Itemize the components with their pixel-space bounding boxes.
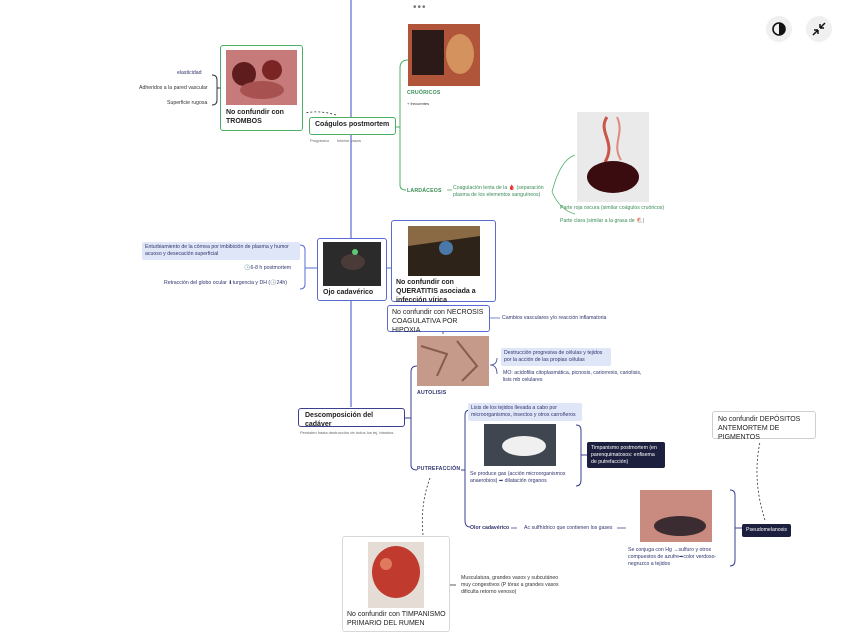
coagulos-sub-progresivo: Progresivo	[310, 138, 330, 143]
ojo-detail-1: Enturbiamiento de la córnea por imbibici…	[142, 242, 300, 260]
coagulos-sub-interior: Interior vasos	[337, 138, 362, 143]
trombos-detail-3: Superficie rugosa	[167, 100, 208, 106]
necrosis-detail: Cambios vasculares y/o reacción inflamat…	[502, 315, 607, 321]
node-descomposicion[interactable]: Descomposición del cadáver	[298, 408, 405, 428]
node-timpanismo-rumen[interactable]: No confundir con TIMPANISMO PRIMARIO DEL…	[342, 536, 450, 632]
collapse-icon	[812, 22, 826, 36]
node-necrosis[interactable]: No confundir con NECROSIS COAGULATIVA PO…	[387, 305, 490, 334]
timpanismo-image	[368, 542, 424, 608]
trombos-image	[226, 50, 297, 105]
ojo-image	[323, 242, 381, 286]
node-coagulos-postmortem[interactable]: Coágulos postmortem	[309, 117, 396, 135]
pseudomelanosis-desc: Se conjuga con Hg →sulfuro y otros compu…	[628, 547, 717, 567]
coagulos-title: Coágulos postmortem	[315, 121, 390, 128]
timpanismo-detail: Musculatura, grandes vasos y subcutáneo …	[461, 575, 559, 595]
node-ojo-cadaverico[interactable]: Ojo cadavérico	[317, 238, 387, 301]
timpanismo-postmortem: Timpanismo postmortem (en parenquimatoso…	[587, 442, 665, 469]
autolisis-detail-1: Destrucción progresiva de células y teji…	[501, 348, 611, 366]
node-depositos[interactable]: No confundir DEPÓSITOS ANTEMORTEM DE PIG…	[712, 411, 816, 441]
autolisis-detail-2: MO: acidofilia citoplasmática, picnosis,…	[503, 370, 642, 383]
necrosis-title: No confundir con NECROSIS COAGULATIVA PO…	[392, 309, 484, 334]
ojo-detail-2: 🕒6-8 h postmortem	[244, 265, 292, 271]
trombos-detail-1: elasticidad	[177, 70, 202, 76]
collapse-button[interactable]	[806, 16, 832, 42]
lardaceos-desc: Coagulación lenta de la 🩸 (separación pl…	[453, 185, 544, 198]
putrefaccion-label: PUTREFACCIÓN	[417, 466, 461, 472]
node-queratitis[interactable]: No confundir con QUERATITIS asociada a i…	[391, 220, 496, 304]
pseudomelanosis-label: Pseudomelanosis	[742, 524, 791, 537]
putrefaccion-detail-1: Lisis de los tejidos llevada a cabo por …	[468, 403, 582, 421]
ojo-detail-3: Retracción del globo ocular ⬇turgencia y…	[164, 280, 287, 286]
autolisis-image	[417, 336, 489, 386]
ojo-title: Ojo cadavérico	[323, 289, 374, 296]
node-trombos[interactable]: No confundir con TROMBOS	[220, 45, 303, 131]
contrast-toggle-button[interactable]	[766, 16, 792, 42]
depositos-title: No confundir DEPÓSITOS ANTEMORTEM DE PIG…	[718, 416, 801, 441]
lardaceos-part-2: Parte clara (similar a la grasa de 🐔)	[560, 218, 645, 224]
autolisis-label: AUTOLISIS	[417, 390, 447, 396]
lardaceos-part-1: Parte roja oscura (similar coágulos cruó…	[560, 205, 665, 211]
contrast-icon	[772, 22, 786, 36]
cruoricos-label: CRUÓRICOS	[407, 90, 441, 96]
trombos-title: No confundir con TROMBOS	[226, 109, 284, 125]
putrefaccion-image	[484, 424, 556, 466]
cruoricos-image	[408, 24, 480, 86]
olor-desc: Ac sulfhídrico que contienen los gases	[524, 525, 613, 531]
lardaceos-label: LARDÁCEOS	[407, 188, 442, 194]
timpanismo-title: No confundir con TIMPANISMO PRIMARIO DEL…	[347, 611, 446, 627]
pseudomelanosis-image	[640, 490, 712, 542]
descomposicion-sub: Persisten hasta destrucción de todos los…	[300, 430, 394, 435]
lardaceos-image	[577, 112, 649, 202]
olor-label: Olor cadavérico	[470, 525, 510, 531]
more-options-button[interactable]: •••	[413, 2, 427, 13]
descomposicion-title: Descomposición del cadáver	[305, 412, 374, 428]
cruoricos-sub: + frecuentes	[407, 101, 430, 106]
putrefaccion-detail-2: Se produce gas (acción microorganismos a…	[470, 471, 566, 484]
trombos-detail-2: Adheridos a la pared vascular	[139, 85, 208, 91]
queratitis-image	[408, 226, 480, 276]
queratitis-title: No confundir con QUERATITIS asociada a i…	[396, 279, 476, 304]
